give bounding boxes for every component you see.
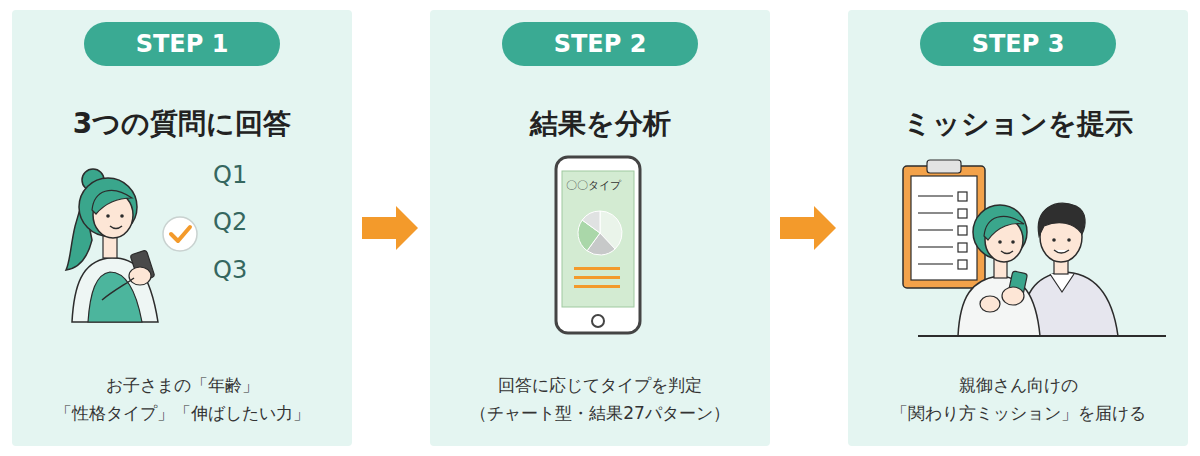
illustration-shape: [918, 212, 953, 214]
illustration-shape: [1011, 240, 1015, 244]
illustration-shape: [958, 276, 1040, 336]
illustration-shape: [120, 214, 124, 218]
step-title: 結果を分析: [430, 107, 770, 141]
step-label: STEP 1: [136, 32, 229, 56]
illustration-shape: [171, 227, 190, 241]
illustration-shape: [918, 192, 967, 269]
step-panel: STEP 3 ミッションを提示親御さん向けの 「関わり方ミッション」を届ける: [848, 10, 1188, 446]
illustration-shape: [1038, 203, 1085, 236]
illustration-shape: [984, 216, 1024, 240]
illustration-shape: [163, 217, 197, 251]
clipboard-icon: [903, 160, 985, 288]
question-box: Q1: [213, 163, 305, 205]
phone-drawing-part: [556, 157, 640, 333]
illustration-shape: [106, 214, 110, 218]
illustration-shape: [985, 218, 1023, 262]
question-label: Q1: [213, 163, 305, 187]
question-label: Q2: [213, 210, 305, 234]
step-label: STEP 3: [972, 32, 1065, 56]
illustration-shape: [88, 272, 142, 322]
illustration-shape: [1050, 274, 1074, 292]
step-panel: STEP 2 〇〇タイプ 結果を分析回答に応じてタイプを判定 （チャート型・結果27…: [430, 10, 770, 446]
check-bubble: [163, 217, 197, 251]
step-description: 回答に応じてタイプを判定 （チャート型・結果27パターン）: [469, 371, 732, 427]
illustration-shape: [973, 205, 1027, 259]
illustration-shape: [92, 190, 132, 214]
illustration-shape: [1001, 251, 1013, 254]
woman-answering-figure: [66, 169, 158, 322]
illustration-shape: [994, 256, 1007, 278]
illustration-shape: [911, 176, 977, 280]
step-arrow: [780, 206, 836, 250]
illustration-shape: [958, 226, 967, 235]
phone-drawing-part: [562, 171, 634, 307]
step-label: STEP 2: [554, 32, 647, 56]
illustration-shape: [72, 258, 158, 322]
phone-drawing-part: [578, 211, 622, 255]
illustration-shape: [958, 192, 967, 201]
illustration-shape: [1007, 271, 1027, 300]
illustration-shape: [129, 267, 151, 285]
illustration-shape: [102, 278, 134, 300]
illustration-shape: [918, 195, 953, 197]
step-arrow: [362, 206, 418, 250]
mother-figure: [958, 205, 1040, 336]
illustration-shape: [958, 260, 967, 269]
step-description: お子さまの「年齢」 「性格タイプ」「伸ばしたい力」: [53, 371, 311, 427]
step-description: 親御さん向けの 「関わり方ミッション」を届ける: [889, 371, 1147, 427]
step-title: 3つの質問に回答: [12, 107, 352, 141]
phone-drawing-part: [574, 267, 620, 270]
illustration-shape: [958, 209, 967, 218]
illustration-shape: [130, 250, 155, 282]
type-label: 〇〇タイプ: [566, 180, 621, 192]
illustration-shape: [1052, 238, 1056, 242]
illustration-shape: [1067, 238, 1071, 242]
phone-drawing-part: [582, 211, 600, 233]
step-badge: STEP 3: [920, 22, 1116, 66]
illustration-shape: [918, 246, 953, 248]
table-edge: [918, 335, 1166, 337]
illustration-shape: [110, 226, 122, 229]
step-panel: STEP 1 Q1Q2Q3 3つの質問に回答お子さまの「年齢」 「性格タイプ」「伸ば…: [12, 10, 352, 446]
illustration-shape: [1040, 212, 1082, 262]
illustration-shape: [918, 229, 953, 231]
step-title: ミッションを提示: [848, 107, 1188, 141]
step-badge: STEP 1: [84, 22, 280, 66]
illustration-shape: [1020, 272, 1118, 336]
illustration-shape: [918, 263, 953, 265]
illustration-shape: [1054, 252, 1068, 274]
illustration-shape: [93, 192, 133, 238]
illustration-shape: [927, 160, 961, 173]
illustration-shape: [79, 178, 137, 236]
phone-drawing-part: [574, 285, 620, 288]
illustration-shape: [998, 240, 1002, 244]
phone-screen: 〇〇タイプ: [554, 155, 642, 335]
father-figure: [1020, 203, 1118, 336]
phone-drawing-part: [592, 315, 604, 327]
illustration-shape: [903, 166, 985, 288]
illustration-shape: [66, 200, 92, 270]
illustration-shape: [1054, 250, 1069, 253]
illustration-shape: [1002, 287, 1024, 305]
illustration-shape: [103, 236, 117, 258]
illustration-shape: [82, 169, 104, 191]
illustration-shape: [980, 296, 1000, 312]
question-box: Q2: [213, 210, 305, 252]
question-box: Q3: [213, 258, 305, 300]
phone-drawing-part: [574, 276, 620, 279]
illustration-shape: [958, 243, 967, 252]
question-label: Q3: [213, 258, 305, 282]
step-badge: STEP 2: [502, 22, 698, 66]
